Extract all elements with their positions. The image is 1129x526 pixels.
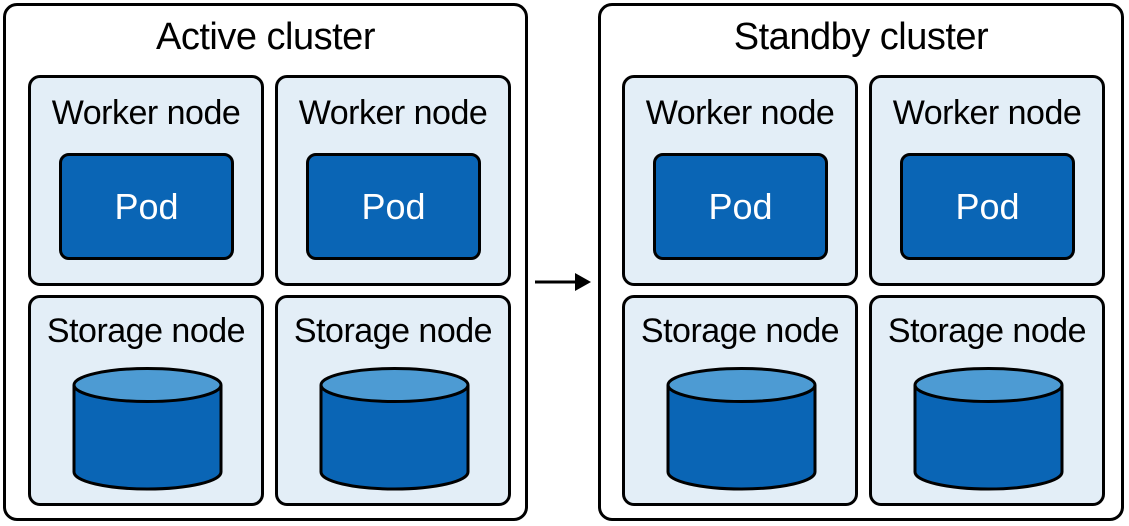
- cluster-title: Standby cluster: [733, 16, 989, 58]
- worker-node-label: Worker node: [51, 94, 241, 132]
- storage-node-label: Storage node: [887, 312, 1087, 350]
- pod: Pod: [59, 153, 234, 260]
- pod: Pod: [653, 153, 828, 260]
- worker-node: Worker node Pod: [869, 75, 1105, 286]
- worker-node: Worker node Pod: [622, 75, 858, 286]
- database-cylinder-icon: [72, 367, 223, 491]
- database-cylinder-icon: [319, 367, 470, 491]
- right-arrow-icon: [535, 273, 591, 291]
- pod: Pod: [900, 153, 1075, 260]
- standby-cluster: Standby cluster Worker node Pod Worker n…: [598, 3, 1124, 521]
- storage-node: Storage node: [28, 295, 264, 506]
- storage-node: Storage node: [869, 295, 1105, 506]
- storage-node-label: Storage node: [293, 312, 493, 350]
- database-cylinder-icon: [666, 367, 817, 491]
- pod: Pod: [306, 153, 481, 260]
- pod-label: Pod: [708, 185, 773, 227]
- storage-node-label: Storage node: [46, 312, 246, 350]
- storage-node: Storage node: [622, 295, 858, 506]
- cluster-title: Active cluster: [156, 16, 375, 58]
- pod-label: Pod: [361, 185, 426, 227]
- worker-node-label: Worker node: [892, 94, 1082, 132]
- database-cylinder-icon: [913, 367, 1064, 491]
- storage-node-label: Storage node: [640, 312, 840, 350]
- storage-node: Storage node: [275, 295, 511, 506]
- active-cluster: Active cluster Worker node Pod Worker no…: [3, 3, 528, 521]
- worker-node-label: Worker node: [645, 94, 835, 132]
- worker-node: Worker node Pod: [275, 75, 511, 286]
- worker-node-label: Worker node: [298, 94, 488, 132]
- worker-node: Worker node Pod: [28, 75, 264, 286]
- pod-label: Pod: [955, 185, 1020, 227]
- pod-label: Pod: [114, 185, 179, 227]
